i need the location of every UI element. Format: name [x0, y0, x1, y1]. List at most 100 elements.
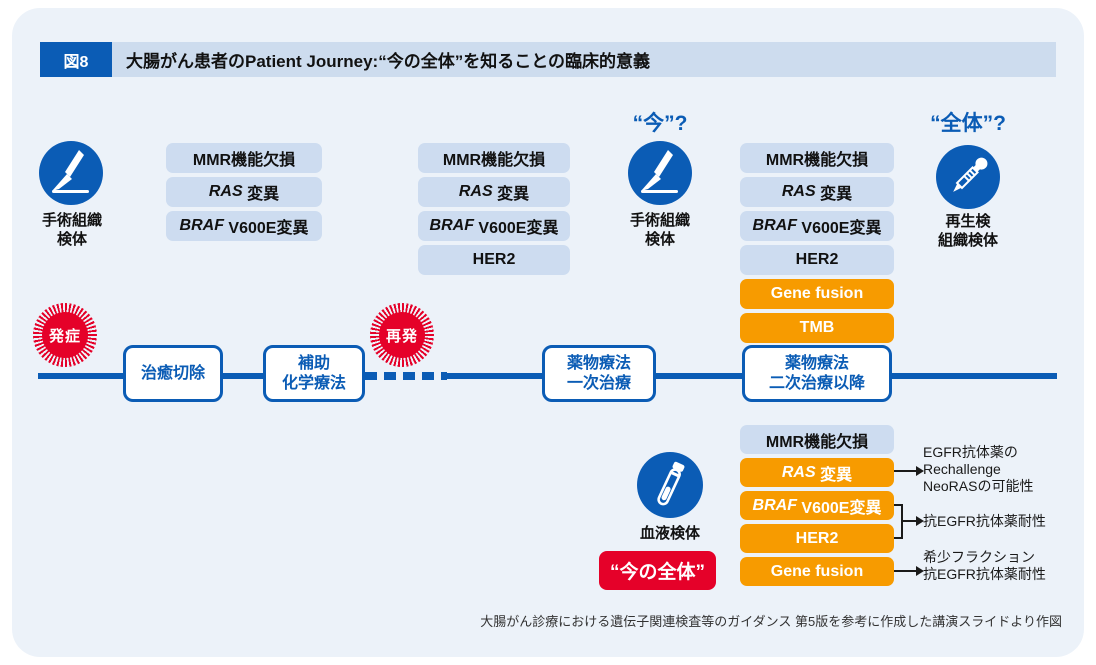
source-caption: 大腸がん診療における遺伝子関連検査等のガイダンス 第5版を参考に作成した講演スラ… [480, 614, 1062, 629]
marker-column-first-line: MMR機能欠損 RAS 変異 BRAF V600E変異 HER2 [418, 143, 570, 275]
blood-specimen-circle [637, 452, 703, 518]
marker-label: Gene fusion [770, 285, 864, 302]
label-line: 手術組織 [629, 212, 690, 229]
figure-title-bar: 大腸がん患者のPatient Journey:“今の全体”を知ることの臨床的意義 [112, 42, 1056, 77]
marker-label: 変異 [815, 186, 853, 203]
marker-label: 変異 [815, 466, 853, 484]
question-now: “今”? [632, 112, 688, 135]
marker-pill-braf: BRAF V600E変異 [166, 211, 322, 241]
figure-card [12, 8, 1084, 657]
question-whole: “全体”? [930, 112, 1006, 135]
annotation-line: Rechallenge [923, 461, 1001, 477]
rebiopsy-specimen-label: 再生検 組織検体 [907, 212, 1029, 250]
treatment-label: 治癒切除 [140, 364, 205, 382]
ras-arrow-line [894, 470, 916, 472]
treatment-label: 一次治療 [566, 374, 631, 392]
marker-label: V600E変異 [796, 499, 882, 517]
gene-name: RAS [781, 183, 816, 200]
now-whole-highlight: “今の全体” [599, 551, 716, 590]
marker-pill-braf: BRAF V600E変異 [740, 491, 894, 520]
pipette-icon [953, 157, 988, 192]
label-line: 組織検体 [937, 232, 998, 249]
scalpel-icon [641, 150, 678, 193]
label-line: 手術組織 [41, 212, 102, 229]
marker-label: MMR機能欠損 [765, 152, 869, 169]
onset-label: 発症 [48, 327, 81, 345]
gene-name: BRAF [752, 496, 797, 514]
gene-name: RAS [208, 183, 243, 200]
annotation-line: 抗EGFR抗体薬耐性 [923, 566, 1046, 582]
ras-arrow-head [916, 466, 924, 476]
marker-pill-mmr: MMR機能欠損 [418, 143, 570, 173]
marker-pill-ras: RAS 変異 [740, 177, 894, 207]
marker-column-second-line: MMR機能欠損 RAS 変異 BRAF V600E変異 HER2 Gene fu… [740, 143, 894, 343]
figure-number: 図8 [63, 53, 89, 71]
treatment-label: 補助 [297, 354, 330, 372]
marker-pill-mmr: MMR機能欠損 [740, 425, 894, 454]
marker-pill-ras: RAS 変異 [740, 458, 894, 487]
onset-burst: 発症 [33, 303, 97, 367]
treatment-label: 二次治療以降 [768, 374, 865, 392]
marker-label: MMR機能欠損 [192, 152, 296, 169]
blood-specimen-label: 血液検体 [639, 525, 700, 542]
blood-tube-icon [657, 461, 685, 506]
braf-her2-arrow-line [901, 520, 916, 522]
treatment-box-curative-resection: 治癒切除 [123, 345, 223, 402]
marker-label: 変異 [492, 186, 530, 203]
gene-name: RAS [781, 463, 816, 481]
rebiopsy-specimen-circle [936, 145, 1000, 209]
fusion-arrow-line [894, 570, 916, 572]
marker-label: HER2 [795, 251, 839, 268]
marker-label: HER2 [472, 251, 516, 268]
annotation-line: NeoRASの可能性 [923, 478, 1034, 494]
gene-name: BRAF [752, 217, 797, 234]
treatment-label: 薬物療法 [566, 354, 631, 372]
annotation-line: EGFR抗体薬の [923, 444, 1018, 460]
marker-pill-braf: BRAF V600E変異 [418, 211, 570, 241]
label-line: 検体 [56, 231, 87, 248]
braf-her2-arrow-head [916, 516, 924, 526]
label-line: 再生検 [945, 213, 991, 230]
treatment-box-adjuvant-chemo: 補助 化学療法 [263, 345, 365, 402]
her2-bracket-stub [894, 537, 903, 539]
marker-label: HER2 [795, 529, 839, 547]
annotation-line: 希少フラクション [923, 549, 1035, 565]
gene-name: RAS [458, 183, 493, 200]
annotation-braf-her2: 抗EGFR抗体薬耐性 [923, 513, 1046, 529]
braf-bracket-stub [894, 504, 903, 506]
marker-label: Gene fusion [770, 562, 864, 580]
label-line: 検体 [644, 231, 675, 248]
figure-title: 大腸がん患者のPatient Journey:“今の全体”を知ることの臨床的意義 [126, 52, 651, 71]
marker-pill-mmr: MMR機能欠損 [166, 143, 322, 173]
fusion-arrow-head [916, 566, 924, 576]
gene-name: BRAF [179, 217, 224, 234]
relapse-burst: 再発 [370, 303, 434, 367]
marker-label: V600E変異 [223, 220, 309, 237]
marker-pill-tmb: TMB [740, 313, 894, 343]
relapse-label: 再発 [385, 327, 418, 345]
figure-number-badge: 図8 [40, 42, 112, 77]
marker-column-liquid-biopsy: MMR機能欠損 RAS 変異 BRAF V600E変異 HER2 Gene fu… [740, 425, 894, 586]
surgical-specimen-label: 手術組織 検体 [12, 211, 132, 249]
annotation-fusion: 希少フラクション 抗EGFR抗体薬耐性 [923, 549, 1046, 583]
marker-label: V600E変異 [796, 220, 882, 237]
marker-label: TMB [799, 319, 835, 336]
scalpel-icon [52, 150, 89, 193]
marker-column-diagnosis: MMR機能欠損 RAS 変異 BRAF V600E変異 [166, 143, 322, 241]
marker-pill-braf: BRAF V600E変異 [740, 211, 894, 241]
timeline-line-dashed [365, 372, 447, 380]
marker-pill-gene-fusion: Gene fusion [740, 557, 894, 586]
surgical-specimen-circle [39, 141, 103, 205]
gene-name: BRAF [429, 217, 474, 234]
marker-pill-ras: RAS 変異 [418, 177, 570, 207]
marker-pill-gene-fusion: Gene fusion [740, 279, 894, 309]
marker-pill-her2: HER2 [740, 245, 894, 275]
marker-pill-her2: HER2 [740, 524, 894, 553]
treatment-label: 化学療法 [281, 374, 346, 392]
surgical-specimen-circle-2 [628, 141, 692, 205]
treatment-box-second-line-drug: 薬物療法 二次治療以降 [742, 345, 892, 402]
marker-label: 変異 [242, 186, 280, 203]
marker-label: MMR機能欠損 [442, 152, 546, 169]
marker-label: V600E変異 [473, 220, 559, 237]
marker-pill-her2: HER2 [418, 245, 570, 275]
